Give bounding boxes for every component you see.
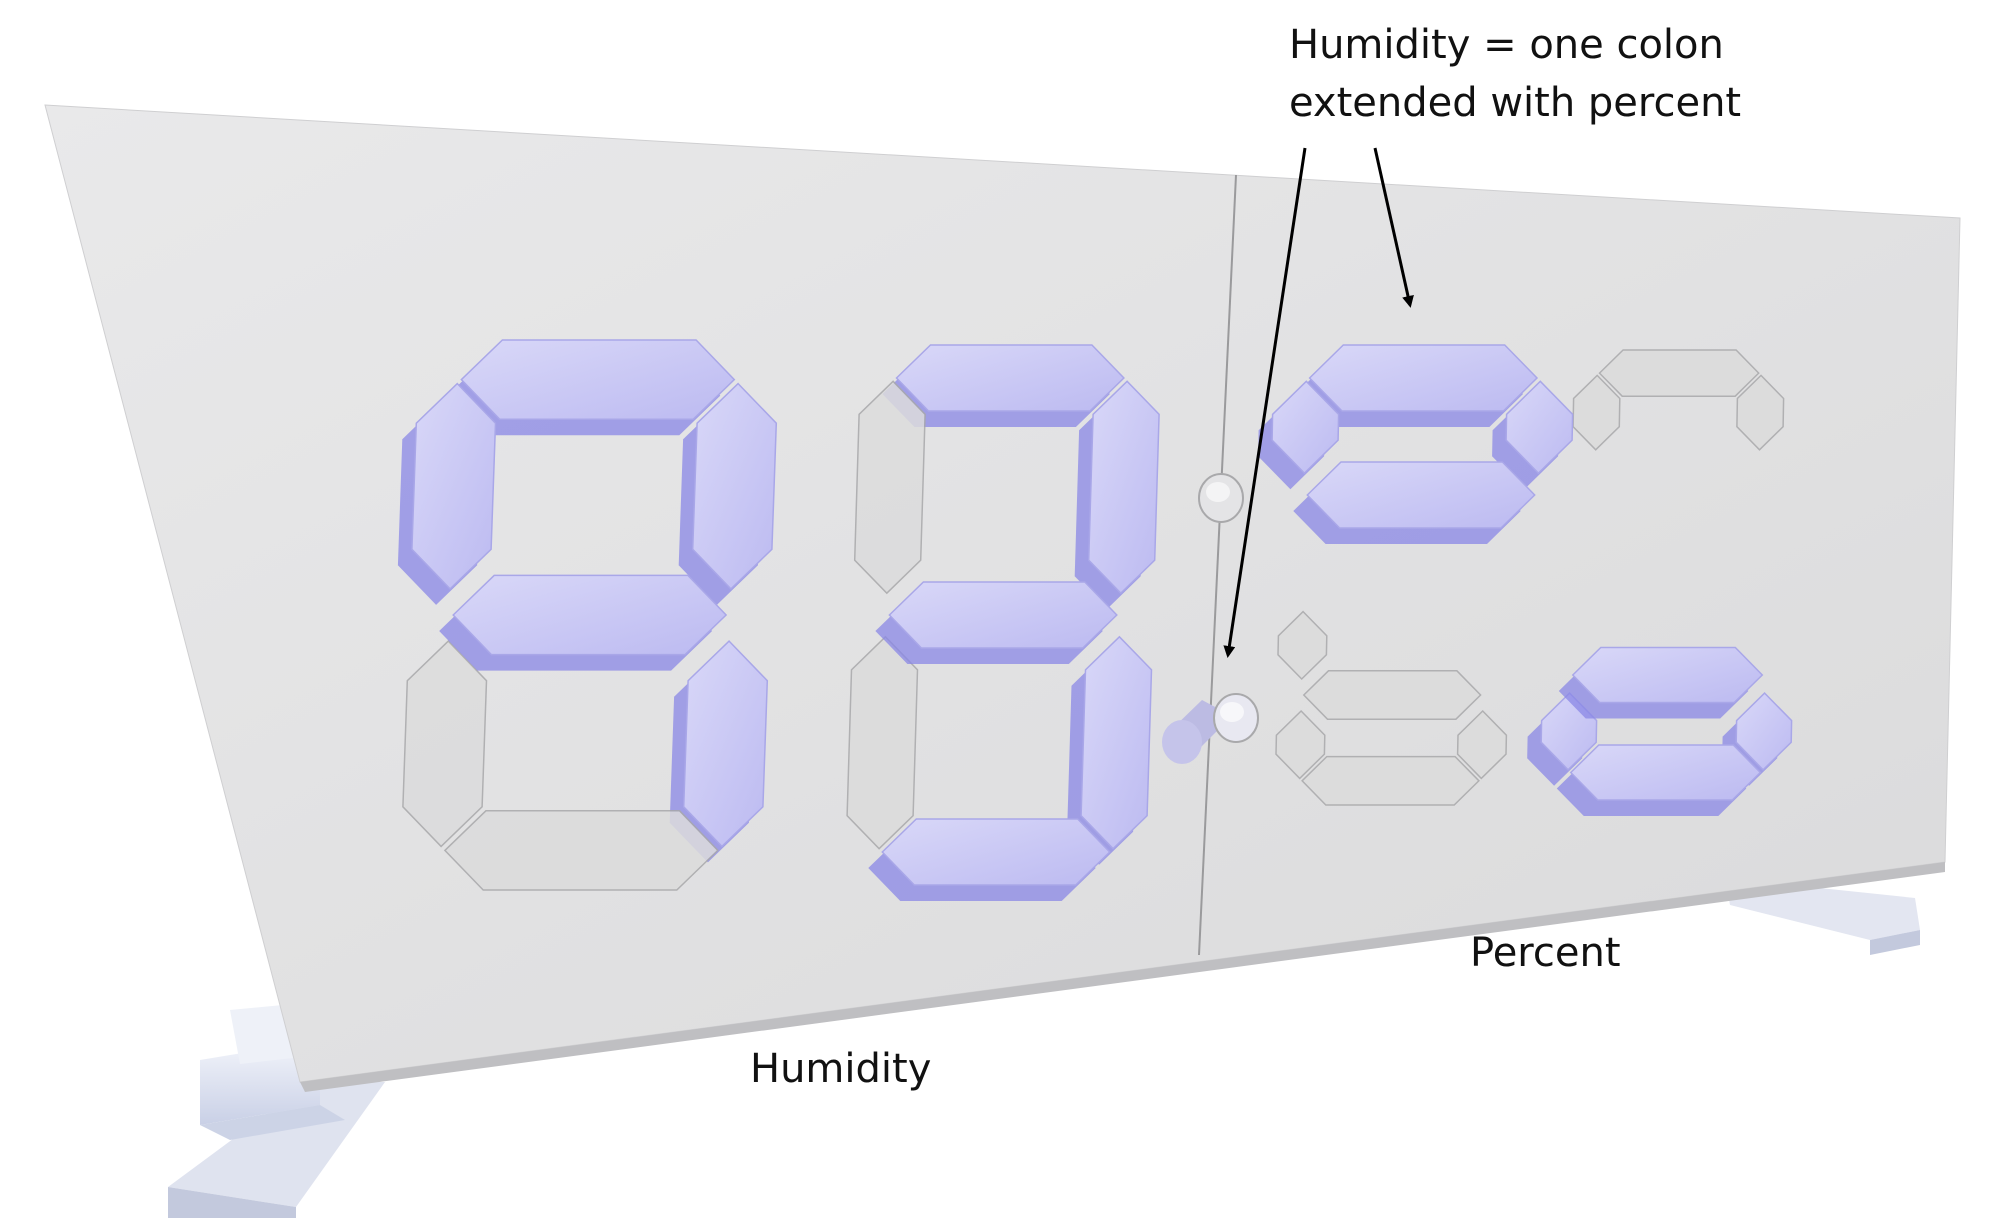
segment-b-lit xyxy=(1087,380,1160,595)
segment-f-unlit xyxy=(853,380,926,595)
segment-a-lit xyxy=(460,339,736,420)
segment-g-unlit xyxy=(1302,670,1482,720)
segment-b-unlit xyxy=(1736,374,1785,451)
segment-a-lit xyxy=(895,344,1125,412)
segment-e-unlit xyxy=(1275,709,1326,780)
percent-label: Percent xyxy=(1470,930,1621,976)
unlit-digit-1 xyxy=(1275,610,1508,806)
segment-g-lit xyxy=(452,574,728,656)
arrow-to-percent xyxy=(1373,147,1414,308)
segment-f-lit xyxy=(1271,380,1340,475)
segment-f-unlit xyxy=(1572,374,1621,451)
colon-dots xyxy=(1162,473,1259,764)
segment-b-lit xyxy=(691,382,778,590)
panel-edge xyxy=(300,862,1945,1092)
segment-e-unlit xyxy=(846,635,919,850)
digit-3-percent-upper xyxy=(1258,344,1574,544)
segment-f-lit xyxy=(411,382,497,590)
segment-g-lit xyxy=(1306,461,1536,529)
digit-2 xyxy=(846,344,1160,901)
annotation-text: Humidity = one colon extended with perce… xyxy=(1289,16,1741,132)
unlit-digit-2 xyxy=(1572,349,1785,451)
segment-c-lit xyxy=(1080,635,1153,850)
annotation-line-1: Humidity = one colon xyxy=(1289,22,1724,68)
segment-d-unlit xyxy=(1301,755,1480,806)
segment-c-lit xyxy=(682,640,769,848)
annotation-line-2: extended with percent xyxy=(1289,80,1742,126)
segment-a-unlit xyxy=(1598,349,1760,397)
arrow-to-colon xyxy=(1223,147,1307,658)
digit-1 xyxy=(397,339,778,891)
annotation-arrows xyxy=(1223,147,1414,658)
segment-d-unlit xyxy=(443,810,719,891)
panel-seam xyxy=(1198,174,1237,956)
segment-d-lit xyxy=(881,818,1111,886)
segment-d-lit xyxy=(1569,744,1762,801)
colon-lower-dot-extended xyxy=(1162,693,1259,764)
segment-a-lit xyxy=(1308,344,1539,412)
segment-f-unlit xyxy=(1277,610,1328,681)
segment-c-unlit xyxy=(1456,709,1508,780)
digit-4-percent-lower xyxy=(1527,646,1793,816)
segment-e-unlit xyxy=(402,640,488,848)
segment-b-lit xyxy=(1505,380,1574,475)
humidity-label: Humidity xyxy=(750,1046,932,1092)
segment-g-lit xyxy=(888,581,1118,649)
segment-g-lit xyxy=(1571,646,1764,704)
segment-c-lit xyxy=(1735,692,1793,771)
